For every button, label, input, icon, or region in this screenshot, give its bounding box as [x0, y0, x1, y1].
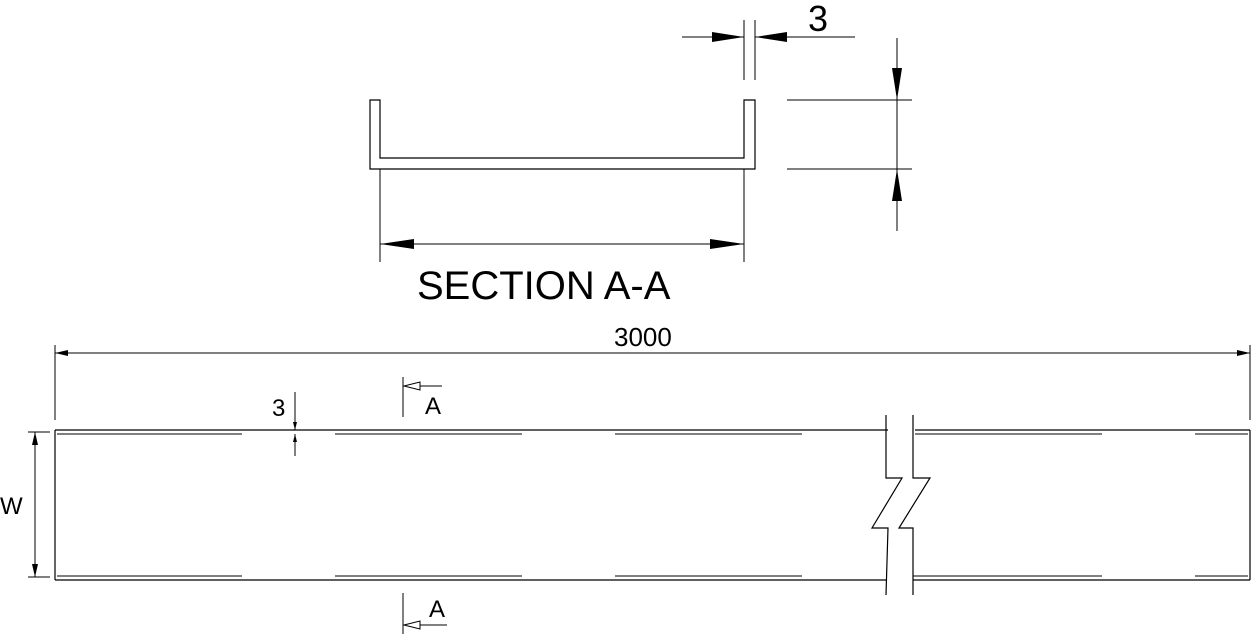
plan-width-arrow-bottom — [32, 564, 38, 577]
section-view: 3 SECTION A-A — [369, 0, 912, 308]
section-thk-arrow-right — [755, 32, 787, 42]
cut-marker-bottom-label: A — [429, 596, 445, 623]
section-title: SECTION A-A — [417, 264, 671, 308]
channel-profile-outer — [369, 99, 756, 170]
cut-marker-bottom-arrow — [403, 620, 421, 630]
section-thk-arrow-left — [712, 32, 744, 42]
plan-length-arrow-left — [55, 350, 68, 356]
cut-marker-top-label: A — [425, 393, 441, 420]
plan-width-label: W — [0, 493, 23, 520]
section-height-arrow-top — [892, 68, 902, 100]
plan-thickness-label: 3 — [272, 395, 285, 422]
break-line-left — [870, 415, 904, 596]
cut-marker-top-arrow — [403, 381, 421, 391]
plan-thk-arrow-bottom — [293, 434, 297, 442]
section-thickness-label: 3 — [808, 0, 828, 39]
break-line-right — [897, 415, 932, 595]
plan-thk-arrow-top — [293, 422, 297, 430]
section-width-arrow-left — [380, 239, 414, 249]
section-width-arrow-right — [710, 239, 744, 249]
plan-length-arrow-right — [1237, 350, 1250, 356]
plan-view: 3000 W — [0, 322, 1251, 634]
plan-length-label: 3000 — [614, 322, 672, 352]
plan-width-arrow-top — [32, 432, 38, 445]
section-height-arrow-bottom — [892, 169, 902, 201]
